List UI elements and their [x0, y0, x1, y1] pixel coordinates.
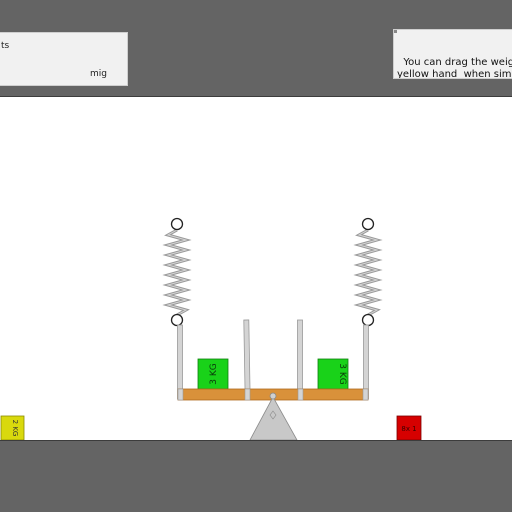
weight-left-beam-label: 3 KG — [209, 363, 219, 384]
spring-left-bottom-anchor[interactable] — [170, 313, 184, 327]
spring-left — [162, 228, 192, 317]
weight-left-beam[interactable]: 3 KG — [197, 358, 229, 390]
fulcrum-marker-icon — [269, 410, 277, 420]
weight-red-label: 8x 1 — [401, 425, 416, 433]
instructions-panel: You can drag the weigh yellow hand when … — [393, 29, 512, 79]
info-panel-left: ts mig — [0, 32, 128, 86]
ground-line — [0, 440, 512, 441]
spring-right-top-anchor[interactable] — [361, 217, 375, 231]
weight-right-beam-label: 3 KG — [337, 363, 347, 384]
weight-yellow-label: 2 KG — [11, 420, 19, 437]
top-divider — [0, 96, 512, 97]
beam-joint-right — [297, 388, 304, 401]
weight-yellow-ground[interactable]: 2 KG — [0, 415, 25, 441]
fulcrum-pin — [269, 392, 277, 400]
spring-left-top-anchor[interactable] — [170, 217, 184, 231]
post-right-outer — [363, 324, 369, 400]
post-left-outer — [177, 324, 183, 400]
panel-corner-marker — [394, 30, 397, 33]
weight-right-beam[interactable]: 3 KG — [317, 358, 349, 390]
spring-right-bottom-anchor[interactable] — [361, 313, 375, 327]
post-left-inner — [243, 319, 251, 400]
beam-end-left — [177, 388, 184, 401]
beam-joint-left — [244, 388, 251, 401]
instructions-text: You can drag the weigh yellow hand when … — [397, 57, 512, 79]
weight-red-ground[interactable]: 8x 1 — [396, 415, 422, 441]
spring-right — [353, 228, 383, 317]
post-right-inner — [297, 319, 303, 400]
bottom-toolbar — [0, 441, 512, 512]
beam-end-right — [362, 388, 369, 401]
info-panel-left-text: ts — [1, 41, 10, 51]
info-panel-left-label: mig — [90, 69, 107, 79]
